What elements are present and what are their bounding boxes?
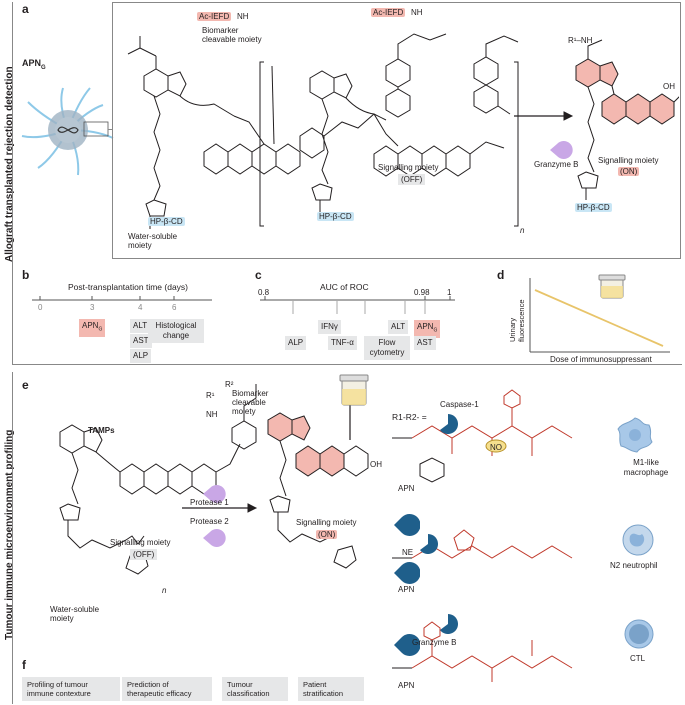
granzyme-b-label-a: Granzyme B — [534, 160, 579, 169]
granzyme-label-e: Granzyme B — [412, 638, 457, 647]
zoom-connector — [108, 129, 112, 130]
panel-b-axis — [32, 296, 212, 301]
water-soluble-label: Water-soluble moiety — [128, 232, 178, 250]
ctl-label: CTL — [630, 654, 646, 663]
panel-e-peptides — [392, 389, 573, 682]
biomarker-cleavable-label: Biomarker cleavable moiety — [202, 26, 262, 44]
r1nh-label-a: R¹–NH — [568, 36, 593, 45]
panel-c-ast-tag: AST — [414, 336, 436, 350]
bottom-section-frame — [12, 372, 682, 704]
panel-d-xlabel: Dose of immunosuppressant — [550, 355, 652, 364]
signalling-on-label-e: Signalling moiety — [296, 518, 357, 527]
panel-c-title: AUC of ROC — [320, 282, 369, 292]
ne-label: NE — [402, 548, 414, 557]
oh-label-a: OH — [663, 82, 675, 91]
ac-iefd-tag-2: Ac-IEFD — [371, 8, 406, 17]
panel-c-apn-tag: APNG — [414, 320, 441, 338]
panel-b-ast-tag: AST — [130, 334, 152, 348]
panel-letter-b: b — [22, 268, 30, 282]
hp-cd-tag-2: HP-β-CD — [317, 212, 354, 221]
panel-letter-f: f — [22, 658, 26, 672]
panel-d-trend-line — [534, 289, 664, 347]
granzyme-enzyme-icon — [440, 614, 458, 634]
hp-cd-tag-1: HP-β-CD — [148, 217, 185, 226]
top-section-frame — [12, 2, 682, 365]
on-badge: (ON) — [618, 167, 640, 176]
n-sub-e: n — [162, 586, 167, 595]
panel-b-apn-tag: APNG — [79, 319, 106, 337]
panel-f-item-2: Tumour classification — [222, 677, 288, 701]
protease-2-label: Protease 2 — [190, 517, 229, 526]
nh-label-2: NH — [411, 8, 423, 17]
panel-b-histo-tag: Histological change — [148, 319, 204, 343]
tamps-label: TAMPs — [88, 426, 115, 435]
r1r2-label: R1-R2- = — [392, 412, 427, 422]
panel-b-alt-tag: ALT — [130, 319, 151, 333]
panel-c-axis — [260, 296, 455, 314]
m1-macrophage-label: M1-like macrophage — [623, 458, 669, 477]
apn-label-2: APN — [398, 585, 415, 594]
ne-enzyme-icon — [420, 534, 438, 554]
panel-a-box — [112, 2, 681, 259]
panel-letter-a: a — [22, 2, 29, 16]
panel-letter-d: d — [497, 268, 505, 282]
panel-d-plot — [529, 274, 670, 353]
n2-neutrophil-icon — [622, 524, 654, 556]
r2-label: R² — [225, 380, 234, 389]
m1-macrophage-icon — [617, 417, 653, 453]
apn-enzyme-icons — [394, 514, 420, 656]
panel-c-tnf-tag: TNF-α — [328, 336, 357, 350]
panel-letter-e: e — [22, 378, 29, 392]
panel-f-item-3: Patient stratification — [298, 677, 364, 701]
panel-b-tick-0: 0 — [38, 303, 43, 312]
off-badge: (OFF) — [398, 174, 426, 185]
panel-b-tick-6: 6 — [172, 303, 177, 312]
signalling-moiety-on-label: Signalling moiety — [598, 156, 659, 165]
n2-neutrophil-label: N2 neutrophil — [610, 561, 658, 570]
panel-b-title: Post-transplantation time (days) — [68, 282, 188, 292]
panel-e-urine-cup — [339, 374, 369, 406]
water-label-e: Water-soluble moiety — [50, 605, 100, 623]
protease-1-label: Protease 1 — [190, 498, 229, 507]
apn-label-3: APN — [398, 681, 415, 690]
on-badge-e: (ON) — [316, 530, 338, 539]
panel-c-tick-1: 1 — [447, 288, 452, 297]
apn-g-label: APNG — [22, 58, 46, 71]
panel-c-flow-tag: Flow cytometry — [364, 336, 410, 360]
no-label: NO — [490, 443, 502, 452]
caspase-enzyme-icon — [440, 414, 458, 434]
nh-label-1: NH — [237, 12, 249, 21]
signalling-moiety-off-label: Signalling moiety — [378, 163, 439, 172]
caspase-1-label: Caspase-1 — [440, 400, 479, 409]
oh-label-e: OH — [370, 460, 382, 469]
panel-c-alt-tag: ALT — [388, 320, 409, 334]
apn-nanoparticle — [21, 87, 114, 176]
panel-b-tick-4: 4 — [138, 303, 143, 312]
biomarker-label-e: Biomarker cleavable moiety — [232, 389, 269, 416]
panel-d-ylabel: Urinary fluorescence — [508, 299, 526, 342]
panel-c-ifn-tag: IFNγ — [318, 320, 341, 334]
panel-c-tick-080: 0.8 — [258, 288, 270, 297]
ac-iefd-tag-1: Ac-IEFD — [197, 12, 232, 21]
nh-label-e: NH — [206, 410, 218, 419]
panel-letter-c: c — [255, 268, 262, 282]
off-badge-e: (OFF) — [130, 549, 158, 560]
panel-c-alp-tag: ALP — [285, 336, 307, 350]
panel-b-alp-tag: ALP — [130, 349, 152, 363]
n-subscript-label: n — [520, 226, 525, 235]
panel-f-item-1: Prediction of therapeutic efficacy — [122, 677, 212, 701]
ctl-cell-icon — [624, 619, 654, 649]
panel-b-tick-3: 3 — [90, 303, 95, 312]
apn-label-1: APN — [398, 484, 415, 493]
r1-label: R¹ — [206, 391, 215, 400]
hp-cd-tag-3: HP-β-CD — [575, 203, 612, 212]
panel-f-item-0: Profiling of tumour immune contexture — [22, 677, 120, 701]
panel-a-probe-structure — [127, 33, 679, 229]
signalling-off-label-e: Signalling moiety — [110, 538, 171, 547]
panel-c-tick-098: 0.98 — [414, 288, 430, 297]
